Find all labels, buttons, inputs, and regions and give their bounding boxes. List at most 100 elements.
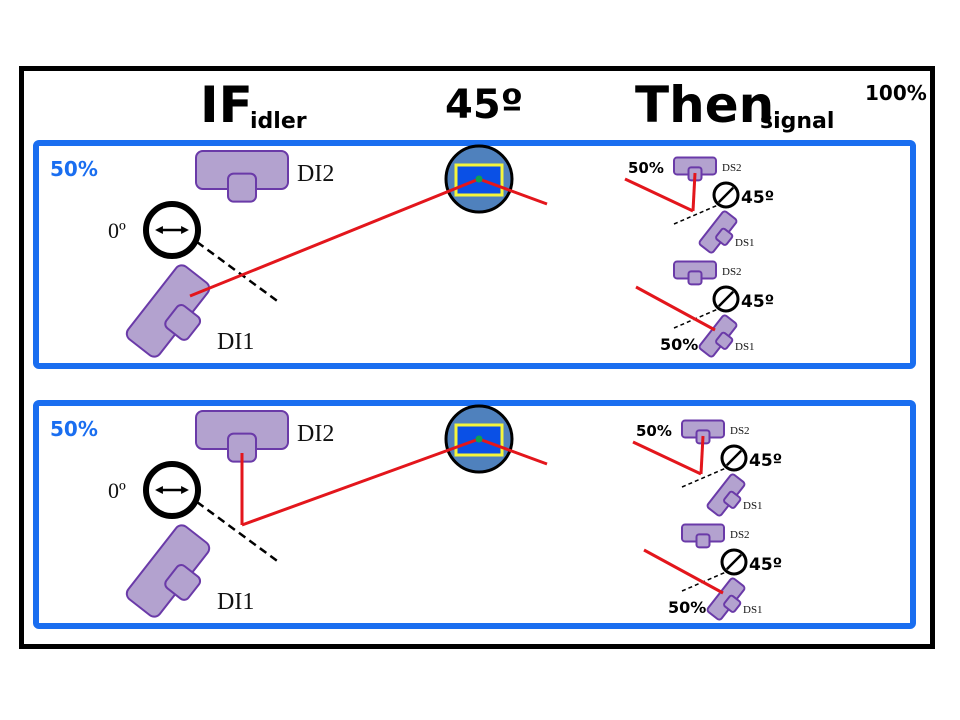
beams [240, 437, 548, 527]
crystal-body [454, 163, 504, 197]
detector-di1-body [125, 524, 211, 618]
detector-di1 [125, 524, 211, 618]
detector-di2 [195, 150, 289, 203]
arrow-left-head-icon [155, 226, 163, 234]
polarizer-idler [143, 201, 201, 259]
detector-ds2-label: DS2 [722, 266, 742, 278]
diagonal-axis-icon [725, 449, 743, 467]
signal-beam [478, 177, 548, 206]
detector-di2-port [227, 172, 257, 203]
detector-ds2-label: DS2 [730, 425, 750, 437]
detector-ds1 [698, 314, 738, 358]
detector-ds1-label: DS1 [743, 604, 763, 616]
angle-label: 45º [445, 82, 523, 128]
then-label: Then [635, 76, 774, 134]
detector-ds1-port [715, 227, 734, 246]
polarizer-idler [143, 461, 201, 519]
signal-beam-in [643, 548, 724, 595]
detector-di1-body [125, 264, 211, 358]
detector-di1-label: DI1 [217, 589, 254, 615]
crystal-center-dot [475, 175, 483, 183]
polarizer-idler-angle: 0º [108, 478, 126, 503]
diagonal-axis-icon [717, 186, 735, 204]
detector-ds2-label: DS2 [730, 529, 750, 541]
signal-beam-reflected [699, 435, 705, 475]
arrow-right-head-icon [181, 486, 189, 494]
polarizer-signal-angle: 45º [749, 451, 782, 471]
arrow-left-head-icon [155, 486, 163, 494]
polarizer-signal [712, 285, 740, 313]
polarizer-signal-angle: 45º [741, 292, 774, 312]
detector-ds2 [681, 523, 725, 549]
signal-beam [478, 437, 548, 466]
if-label: IF [200, 76, 253, 134]
detector-di2 [195, 410, 289, 463]
detector-ds1-port [715, 331, 734, 350]
detector-ds1-body [706, 473, 746, 517]
diagonal-axis-icon [725, 553, 743, 571]
panel-probability: 50% [50, 157, 98, 181]
detector-di1-label: DI1 [217, 329, 254, 355]
arrow-right-head-icon [181, 226, 189, 234]
diagonal-axis-icon [717, 290, 735, 308]
idler-beam [189, 177, 480, 298]
signal-probability: 50% [660, 335, 698, 354]
polarizer-signal [720, 548, 748, 576]
panel-probability: 50% [50, 417, 98, 441]
signal-beam-in [624, 177, 694, 213]
detector-ds2 [681, 419, 725, 445]
detector-ds1 [706, 577, 746, 621]
polarizer-signal-angle: 45º [741, 188, 774, 208]
panel-border [33, 140, 916, 369]
polarizer-signal [712, 181, 740, 209]
detector-di1 [125, 264, 211, 358]
total-probability: 100% [865, 81, 927, 105]
polarizer-signal-angle: 45º [749, 555, 782, 575]
beam-splitter-line [196, 240, 281, 305]
detector-ds2 [673, 260, 717, 286]
detector-ds1 [706, 473, 746, 517]
signal-probability: 50% [628, 159, 664, 177]
signal-beam-in [635, 285, 716, 332]
idler-beam [241, 437, 480, 527]
beam-splitter-line [196, 500, 281, 565]
detector-ds1-label: DS1 [735, 341, 755, 353]
beams [189, 177, 548, 298]
polarizer-idler-angle: 0º [108, 218, 126, 243]
signal-beam-reflected [691, 172, 697, 212]
detector-ds1-label: DS1 [735, 237, 755, 249]
detector-di2-label: DI2 [297, 161, 334, 187]
signal-probability: 50% [668, 598, 706, 617]
signal-beam-in [632, 440, 702, 476]
detector-ds1-label: DS1 [743, 500, 763, 512]
detector-ds1-body [706, 577, 746, 621]
detector-ds1-port [723, 594, 742, 613]
detector-di1-port [164, 304, 202, 341]
panel-border [33, 400, 916, 629]
detector-ds1-port [723, 490, 742, 509]
polarizer-signal [720, 444, 748, 472]
then-subscript: signal [760, 109, 834, 134]
beam-splitter-line [673, 204, 719, 225]
detector-ds2-port [687, 270, 703, 286]
header: IF idler 45º Then signal 100% [200, 76, 927, 134]
beam-splitter-line [681, 467, 727, 488]
detector-di1-port [164, 564, 202, 601]
detector-ds1-body [698, 314, 738, 358]
crystal-center-dot [475, 435, 483, 443]
detector-ds2-label: DS2 [722, 162, 742, 174]
detector-ds2-port [695, 533, 711, 549]
detector-ds1-body [698, 210, 738, 254]
detector-di2-label: DI2 [297, 421, 334, 447]
detector-ds1 [698, 210, 738, 254]
if-subscript: idler [250, 109, 307, 134]
